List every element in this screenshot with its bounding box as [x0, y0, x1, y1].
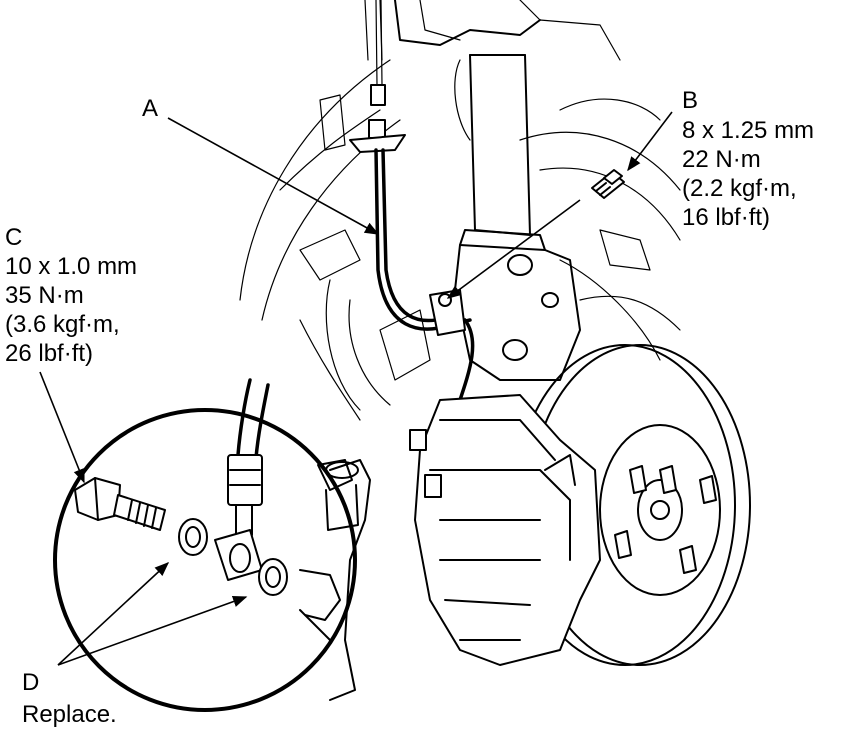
leader-d-1	[57, 562, 170, 666]
leader-lines	[39, 111, 673, 666]
background-linework	[239, 0, 681, 421]
callout-b-letter: B	[682, 87, 698, 114]
bolt-b	[591, 169, 625, 199]
callout-c-torque: 35 N·m	[5, 282, 84, 309]
leader-a	[167, 117, 380, 235]
detail-magnifier	[53, 378, 371, 712]
leader-d-2	[57, 595, 248, 666]
callout-d-letter: D	[22, 669, 39, 696]
callout-c-size: 10 x 1.0 mm	[5, 253, 137, 280]
callout-b-torque: 22 N·m	[682, 146, 761, 173]
callout-b-lbfft: 16 lbf·ft)	[682, 204, 770, 231]
callout-c-kgfm: (3.6 kgf·m,	[5, 311, 120, 338]
callout-c-lbfft: 26 lbf·ft)	[5, 340, 93, 367]
leader-b-bolt	[627, 111, 673, 172]
brake-caliper	[409, 394, 601, 666]
callout-b-kgfm: (2.2 kgf·m,	[682, 175, 797, 202]
callout-labels: A B 8 x 1.25 mm 22 N·m (2.2 kgf·m, 16 lb…	[5, 87, 814, 728]
callout-c-letter: C	[5, 224, 22, 251]
leader-c	[39, 371, 85, 484]
brake-hose	[349, 0, 475, 402]
callout-b-size: 8 x 1.25 mm	[682, 117, 814, 144]
callout-d-note: Replace.	[22, 701, 117, 728]
callout-a-letter: A	[142, 95, 158, 122]
leader-b-bracket	[446, 199, 581, 299]
